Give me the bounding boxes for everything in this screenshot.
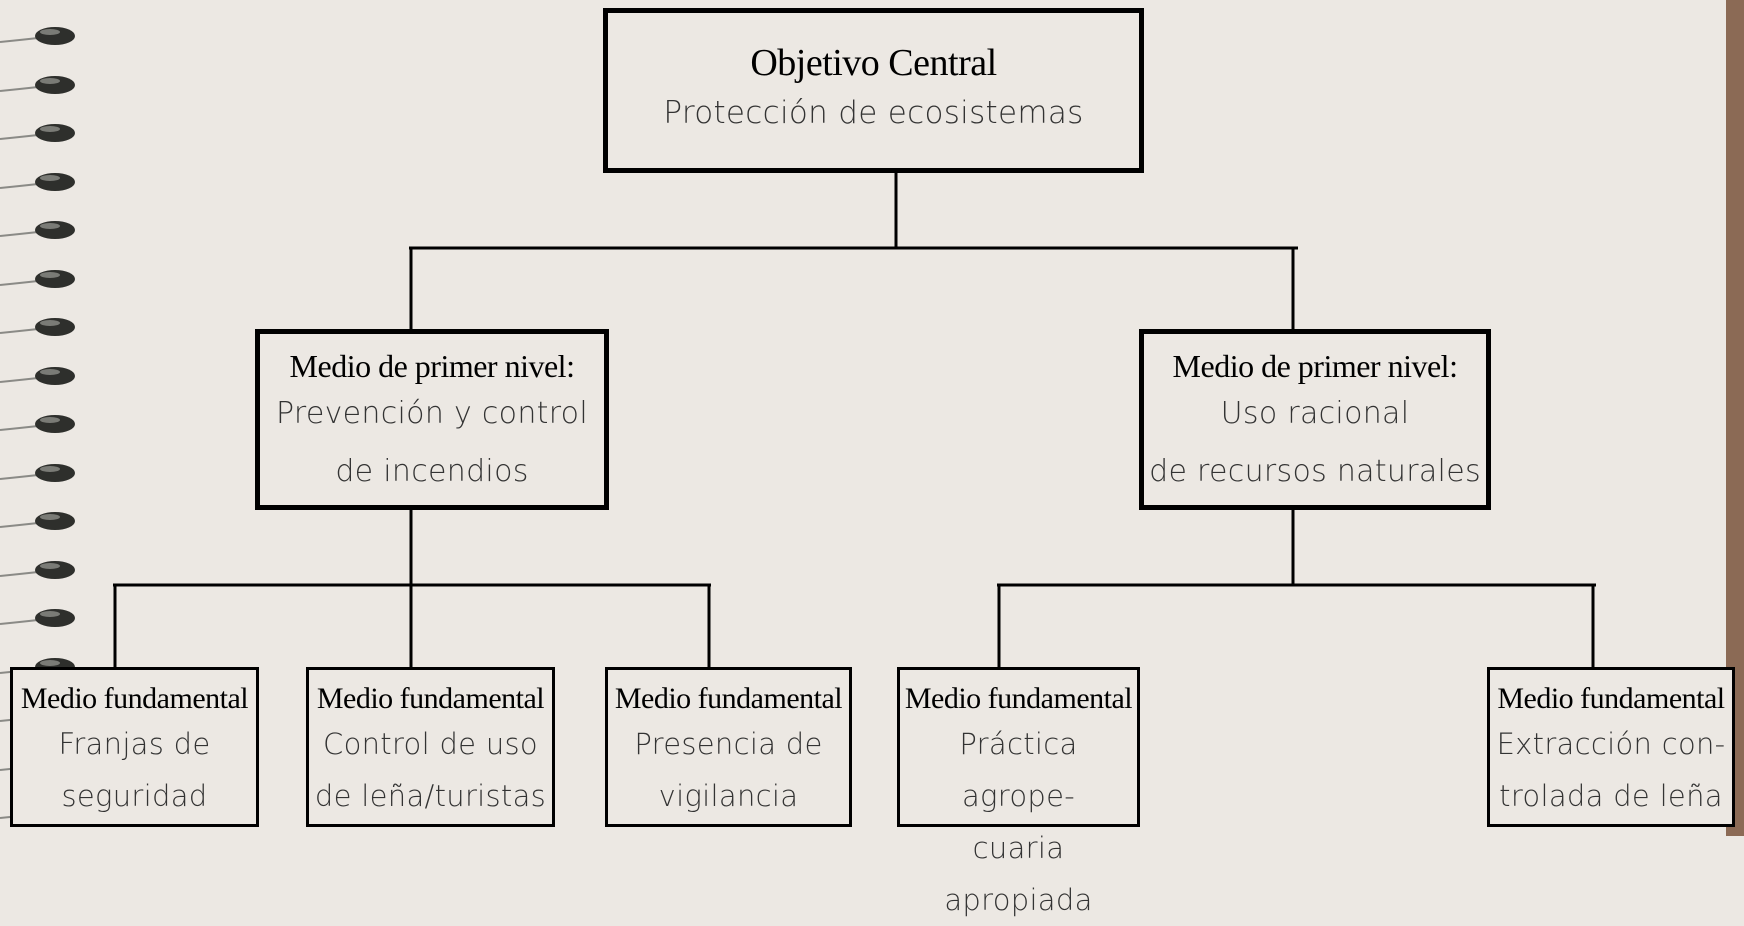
fundamental-means-title: Medio fundamental xyxy=(1497,682,1725,715)
fundamental-means-text: Franjas de seguridad xyxy=(58,727,211,813)
central-objective-text: Protección de ecosistemas xyxy=(663,95,1084,131)
fundamental-means-box-agriculture: Medio fundamental Práctica agrope- cuari… xyxy=(897,667,1140,917)
central-objective-box: Objetivo Central Protección de ecosistem… xyxy=(603,8,1144,173)
connector-lines xyxy=(113,173,1596,667)
fundamental-means-title: Medio fundamental xyxy=(614,682,843,715)
spiral-ring xyxy=(0,415,75,433)
spiral-ring xyxy=(0,463,75,482)
fundamental-means-box-surveillance: Medio fundamental Presencia de vigilanci… xyxy=(605,667,852,827)
spiral-ring xyxy=(0,27,75,45)
first-level-means-box-fire: Medio de primer nivel: Prevención y cont… xyxy=(255,329,609,510)
spiral-ring xyxy=(0,221,75,239)
first-level-means-box-resources: Medio de primer nivel: Uso racional de r… xyxy=(1139,329,1491,510)
spiral-ring xyxy=(0,366,75,385)
central-objective-title: Objetivo Central xyxy=(750,42,997,84)
right-border-strip xyxy=(1726,0,1744,836)
fundamental-means-text: Control de uso de leña/turistas xyxy=(314,727,547,813)
spiral-ring xyxy=(0,512,75,530)
spiral-ring xyxy=(0,172,75,191)
first-level-title: Medio de primer nivel: xyxy=(289,348,575,384)
first-level-title: Medio de primer nivel: xyxy=(1172,348,1458,384)
first-level-text: Uso racional de recursos naturales xyxy=(1149,396,1481,489)
first-level-text: Prevención y control de incendios xyxy=(276,396,588,489)
spiral-ring xyxy=(0,75,75,94)
fundamental-means-title: Medio fundamental xyxy=(20,682,249,715)
spiral-ring xyxy=(0,318,75,336)
fundamental-means-box-firebreaks: Medio fundamental Franjas de seguridad xyxy=(10,667,259,827)
spiral-ring xyxy=(0,124,75,142)
spiral-ring xyxy=(0,269,75,288)
fundamental-means-text: Práctica agrope- cuaria apropiada xyxy=(944,727,1093,917)
fundamental-means-box-firewood-extraction: Medio fundamental Extracción con- trolad… xyxy=(1487,667,1735,827)
fundamental-means-box-firewood-control: Medio fundamental Control de uso de leña… xyxy=(306,667,555,827)
fundamental-means-text: Extracción con- trolada de leña xyxy=(1496,727,1726,813)
spiral-ring xyxy=(0,609,75,627)
spiral-ring xyxy=(0,560,75,579)
fundamental-means-title: Medio fundamental xyxy=(904,682,1133,715)
fundamental-means-text: Presencia de vigilancia xyxy=(634,727,823,813)
fundamental-means-title: Medio fundamental xyxy=(316,682,545,715)
